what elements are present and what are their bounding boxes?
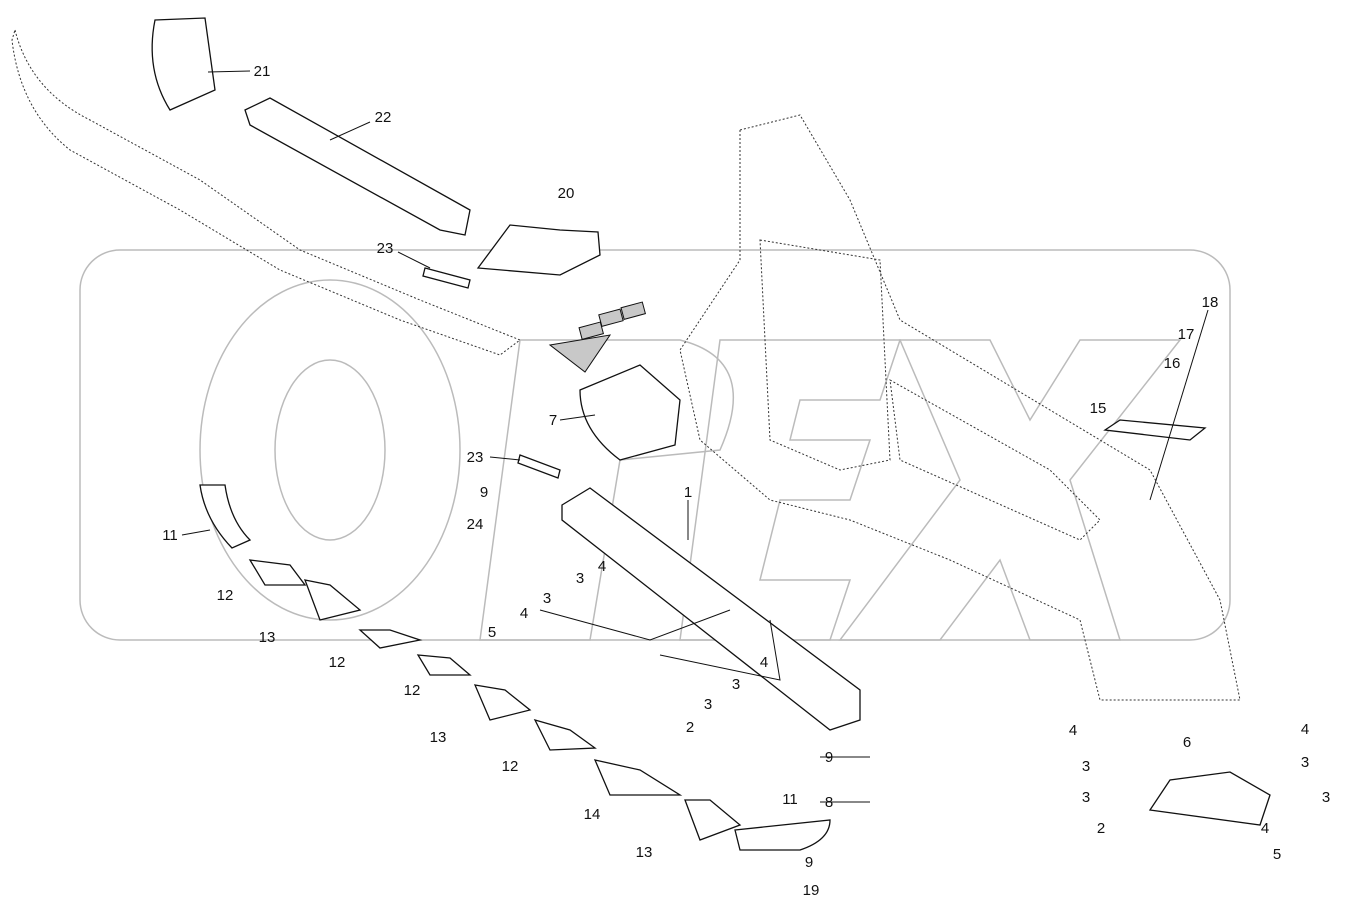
callout-label: 13 [430,729,447,746]
part-15-bracket [1103,419,1207,441]
callout-label: 9 [480,484,488,501]
callout-label: 12 [502,758,519,775]
callout-label: 24 [467,516,484,533]
callout-label: 18 [1202,294,1219,311]
callout-label: 16 [1164,355,1181,372]
callout-label: 20 [558,185,575,202]
part-22-rail [244,97,471,236]
callout-label: 11 [782,791,798,808]
callout-label: 15 [1090,400,1107,417]
callout-label: 21 [254,63,271,80]
callout-label: 3 [576,570,584,587]
callout-label: 4 [1301,721,1309,738]
callout-label: 4 [1069,722,1077,739]
part-23-strap [422,267,471,289]
callout-label: 4 [520,605,528,622]
callout-label: 4 [598,558,606,575]
callout-label: 22 [375,109,392,126]
leader-lines [181,70,1209,803]
callout-label: 17 [1178,326,1195,343]
callout-label: 9 [825,749,833,766]
part-6-shield [1148,771,1271,826]
callout-label: 12 [329,654,346,671]
callout-label: 7 [549,412,557,429]
part-7-shield [579,364,681,461]
callout-label: 12 [217,587,234,604]
callout-label: 3 [1082,789,1090,806]
callout-label: 19 [803,882,820,899]
callout-label: 5 [488,624,496,641]
callout-label: 5 [1273,846,1281,863]
callout-label: 13 [259,629,276,646]
cutter-bar-left [11,28,522,356]
part-23-strap-2 [517,454,561,479]
callout-label: 23 [377,240,394,257]
part-21-shield [151,17,216,111]
callout-label: 6 [1183,734,1191,751]
callout-label: 3 [1301,754,1309,771]
callout-label: 8 [825,794,833,811]
callout-label: 1 [684,484,692,501]
callout-label: 14 [584,806,601,823]
callout-label: 3 [1082,758,1090,775]
callout-label: 2 [1097,820,1105,837]
part-1-main-rail [561,487,861,731]
callout-label: 4 [760,654,768,671]
callout-label: 2 [686,719,694,736]
callout-label: 23 [467,449,484,466]
part-20-shield [476,224,601,276]
callout-label: 12 [404,682,421,699]
watermark [79,249,1231,641]
frame [679,114,1241,701]
callout-label: 3 [1322,789,1330,806]
callout-label: 3 [543,590,551,607]
callout-labels: 2122202372392411112131212131214131191943… [162,63,1330,899]
callout-label: 3 [732,676,740,693]
callout-label: 11 [162,527,178,544]
callout-label: 9 [805,854,813,871]
callout-label: 13 [636,844,653,861]
arrow-marker [548,334,612,373]
guards [199,484,831,851]
callout-label: 3 [704,696,712,713]
callout-label: 4 [1261,820,1269,837]
